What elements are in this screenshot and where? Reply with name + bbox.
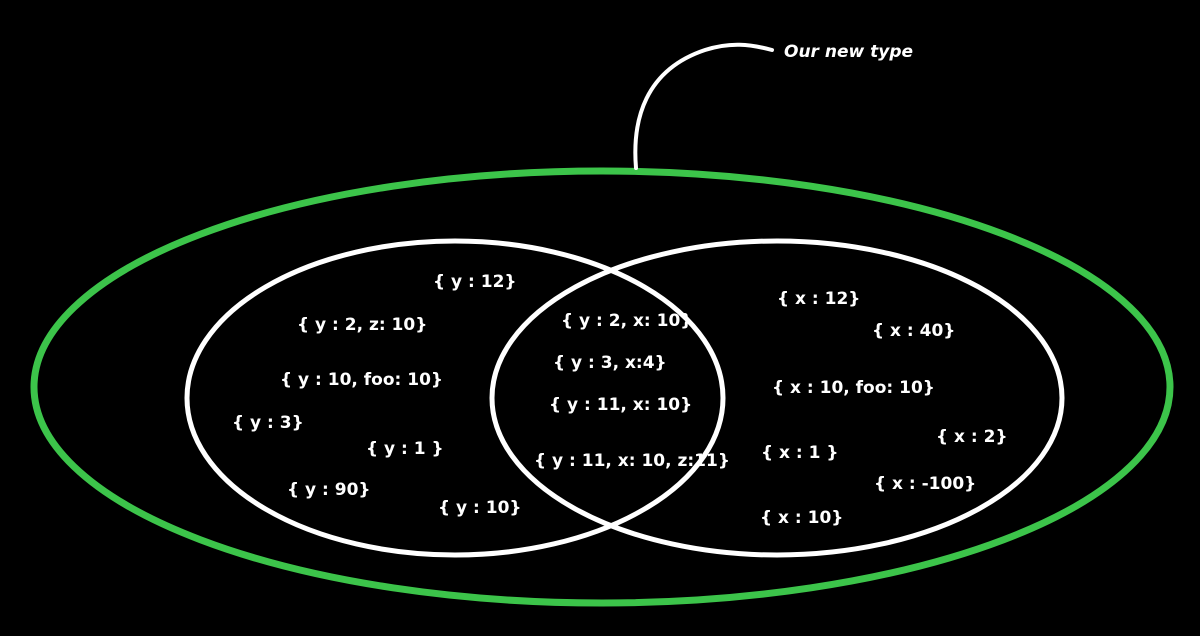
- intersection-item: { y : 3, x:4}: [553, 353, 667, 373]
- right-item: { x : 1 }: [761, 443, 838, 463]
- right-item: { x : 40}: [872, 321, 955, 341]
- left-set-ellipse: [184, 238, 726, 558]
- outer-type-ellipse: [30, 167, 1174, 607]
- right-item: { x : 12}: [777, 289, 860, 309]
- right-item: { x : 2}: [936, 427, 1008, 447]
- callout-label: Our new type: [784, 42, 913, 62]
- right-item: { x : -100}: [874, 474, 976, 494]
- right-item: { x : 10, foo: 10}: [772, 378, 935, 398]
- left-item: { y : 2, z: 10}: [297, 315, 427, 335]
- intersection-item: { y : 11, x: 10}: [549, 395, 692, 415]
- left-item: { y : 1 }: [366, 439, 444, 459]
- left-item: { y : 10, foo: 10}: [280, 370, 443, 390]
- intersection-items: { y : 2, x: 10} { y : 3, x:4} { y : 11, …: [534, 311, 730, 471]
- right-item: { x : 10}: [760, 508, 843, 528]
- intersection-item: { y : 11, x: 10, z:11}: [534, 451, 730, 471]
- left-item: { y : 10}: [438, 498, 522, 518]
- right-set-items: { x : 12} { x : 40} { x : 10, foo: 10} {…: [760, 289, 1008, 528]
- intersection-item: { y : 2, x: 10}: [561, 311, 692, 331]
- left-set-items: { y : 12} { y : 2, z: 10} { y : 10, foo:…: [232, 272, 522, 518]
- callout-arrow: [633, 42, 774, 170]
- left-item: { y : 3}: [232, 413, 304, 433]
- right-set-ellipse: [489, 238, 1065, 558]
- left-item: { y : 90}: [287, 480, 371, 500]
- left-item: { y : 12}: [433, 272, 517, 292]
